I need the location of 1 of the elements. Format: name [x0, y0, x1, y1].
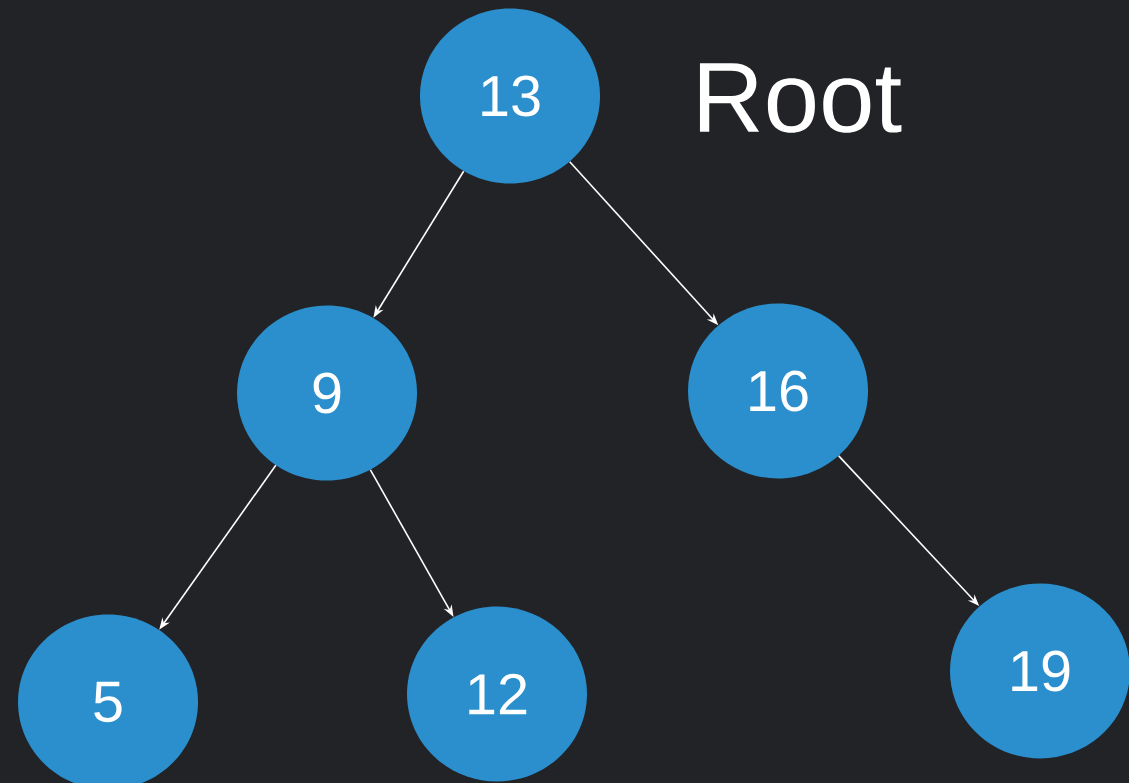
root-label: Root [699, 63, 902, 133]
